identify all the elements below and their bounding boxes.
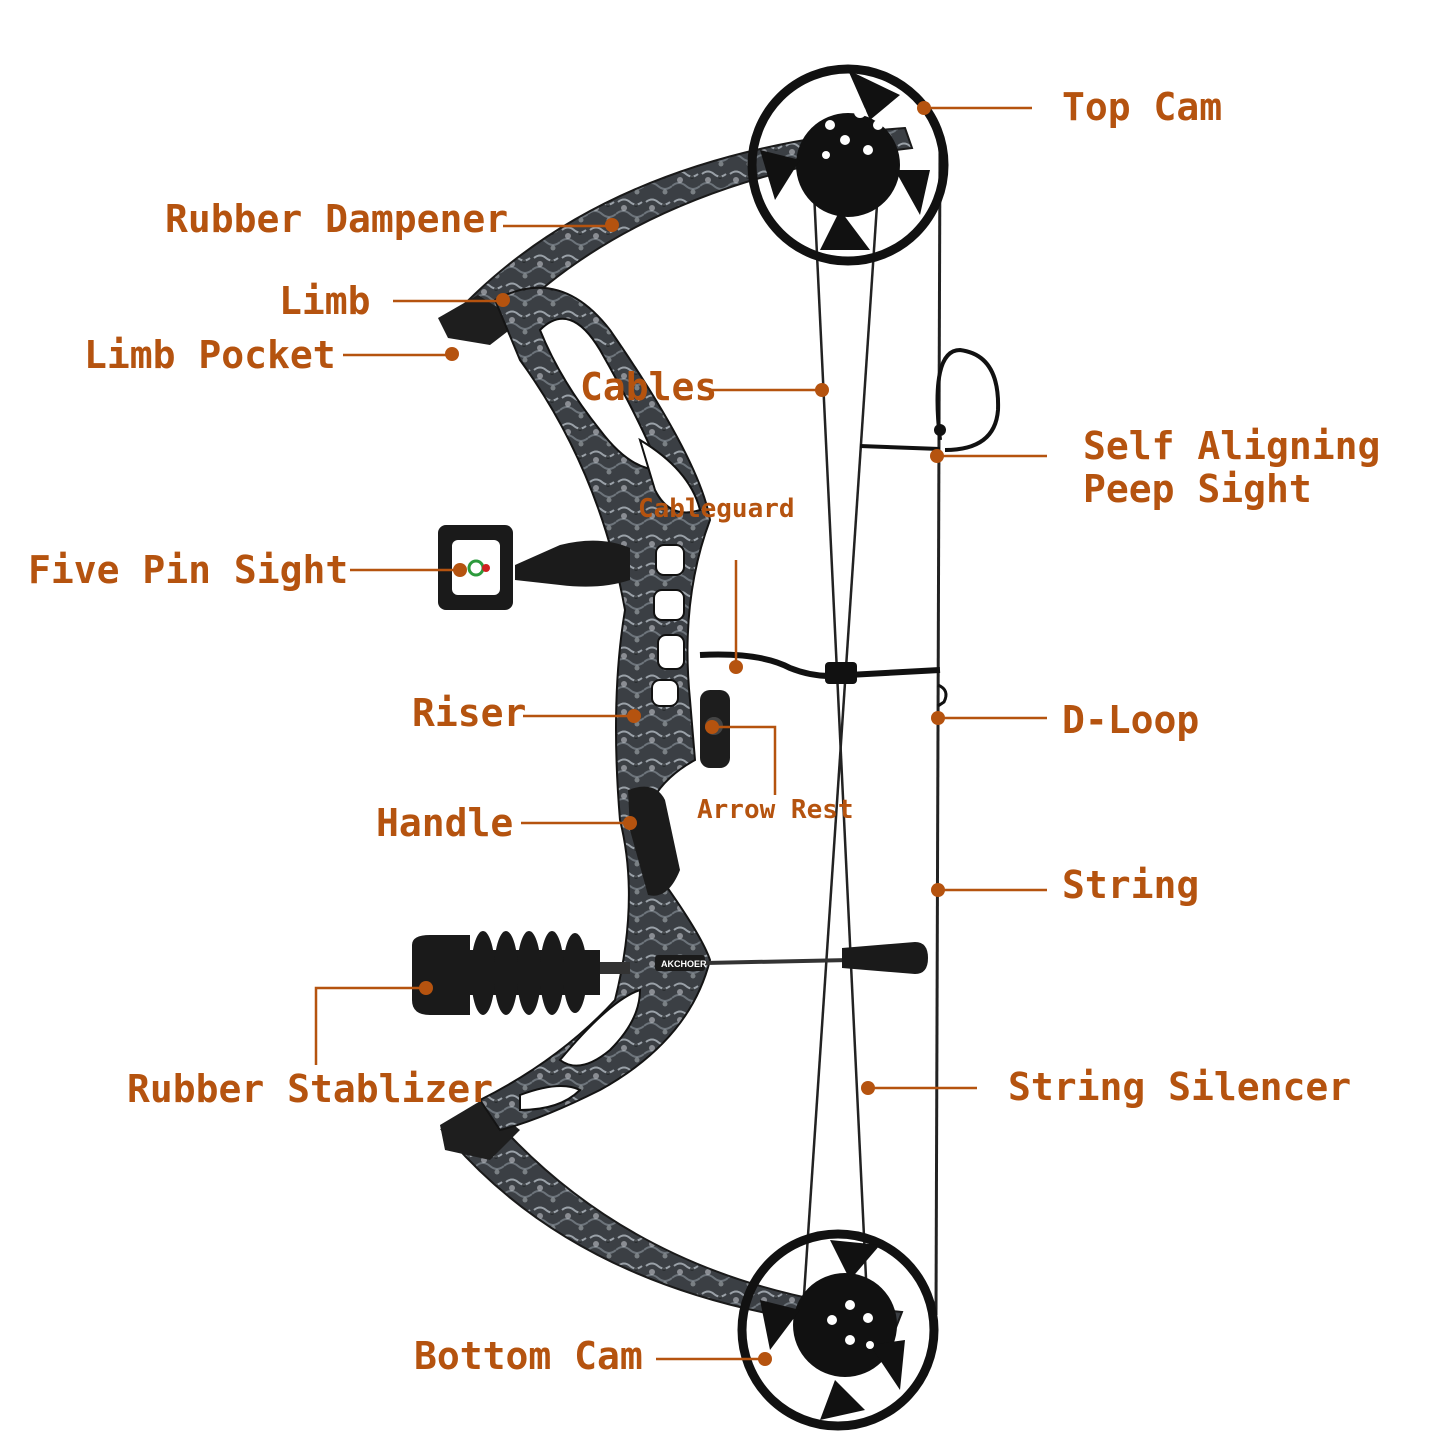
d-loop-body xyxy=(937,683,948,708)
riser-cutouts xyxy=(519,317,702,1112)
label-string-silencer: String Silencer xyxy=(1008,1065,1352,1109)
top-cam-wheel xyxy=(747,64,949,266)
cable-line-b xyxy=(800,159,882,1326)
dot-string xyxy=(931,883,945,897)
leader-arrow-rest xyxy=(712,725,777,795)
upper-limb-pocket xyxy=(438,295,520,345)
dot-cableguard xyxy=(729,660,743,674)
dot-arrow-rest xyxy=(705,720,719,734)
dot-limb xyxy=(496,293,510,307)
dot-riser xyxy=(627,709,641,723)
dot-handle xyxy=(623,816,637,830)
dot-bottom-cam xyxy=(758,1352,772,1366)
brand-text: AKCHOER xyxy=(661,959,707,969)
dot-string-silencer xyxy=(861,1081,875,1095)
cableguard-body xyxy=(699,651,941,684)
dot-rubber-dampener xyxy=(605,218,619,232)
string-line xyxy=(934,139,942,1316)
label-string: String xyxy=(1062,863,1200,907)
leader-rubber-stabilizer xyxy=(314,986,426,1065)
label-arrow-rest: Arrow Rest xyxy=(697,795,854,825)
bottom-cam-wheel xyxy=(737,1229,939,1431)
label-top-cam: Top Cam xyxy=(1062,85,1223,129)
label-rubber-dampener: Rubber Dampener xyxy=(165,197,509,241)
label-cableguard: Cableguard xyxy=(638,494,795,524)
dot-top-cam xyxy=(917,101,931,115)
label-limb: Limb xyxy=(279,279,371,323)
label-self-aligning-peep-sight: Self Aligning Peep Sight xyxy=(1083,424,1381,511)
bow-strings xyxy=(800,139,942,1326)
handle-grip xyxy=(628,786,680,896)
label-bottom-cam: Bottom Cam xyxy=(414,1334,643,1378)
label-rubber-stablizer: Rubber Stablizer xyxy=(127,1067,494,1111)
cable-line-a xyxy=(810,149,870,1321)
label-cables: Cables xyxy=(580,365,718,409)
dot-peep-sight xyxy=(930,449,944,463)
dot-five-pin-sight xyxy=(453,563,467,577)
leader-lines xyxy=(314,106,1047,1361)
dot-cables xyxy=(815,383,829,397)
label-limb-pocket: Limb Pocket xyxy=(84,333,336,377)
label-five-pin-sight: Five Pin Sight xyxy=(28,548,349,592)
label-d-loop: D-Loop xyxy=(1062,698,1200,742)
dot-limb-pocket xyxy=(445,347,459,361)
dot-d-loop xyxy=(931,711,945,725)
label-handle: Handle xyxy=(376,801,514,845)
dot-rubber-stabilizer xyxy=(419,981,433,995)
label-riser: Riser xyxy=(412,691,527,735)
rubber-stabilizer-body xyxy=(412,931,630,1015)
five-pin-sight-body xyxy=(438,525,630,610)
string-silencer-body xyxy=(704,942,928,974)
brand-plate xyxy=(655,955,705,971)
riser-body xyxy=(478,286,712,1132)
callout-dots xyxy=(419,101,945,1366)
peep-sight-body xyxy=(859,347,1001,452)
